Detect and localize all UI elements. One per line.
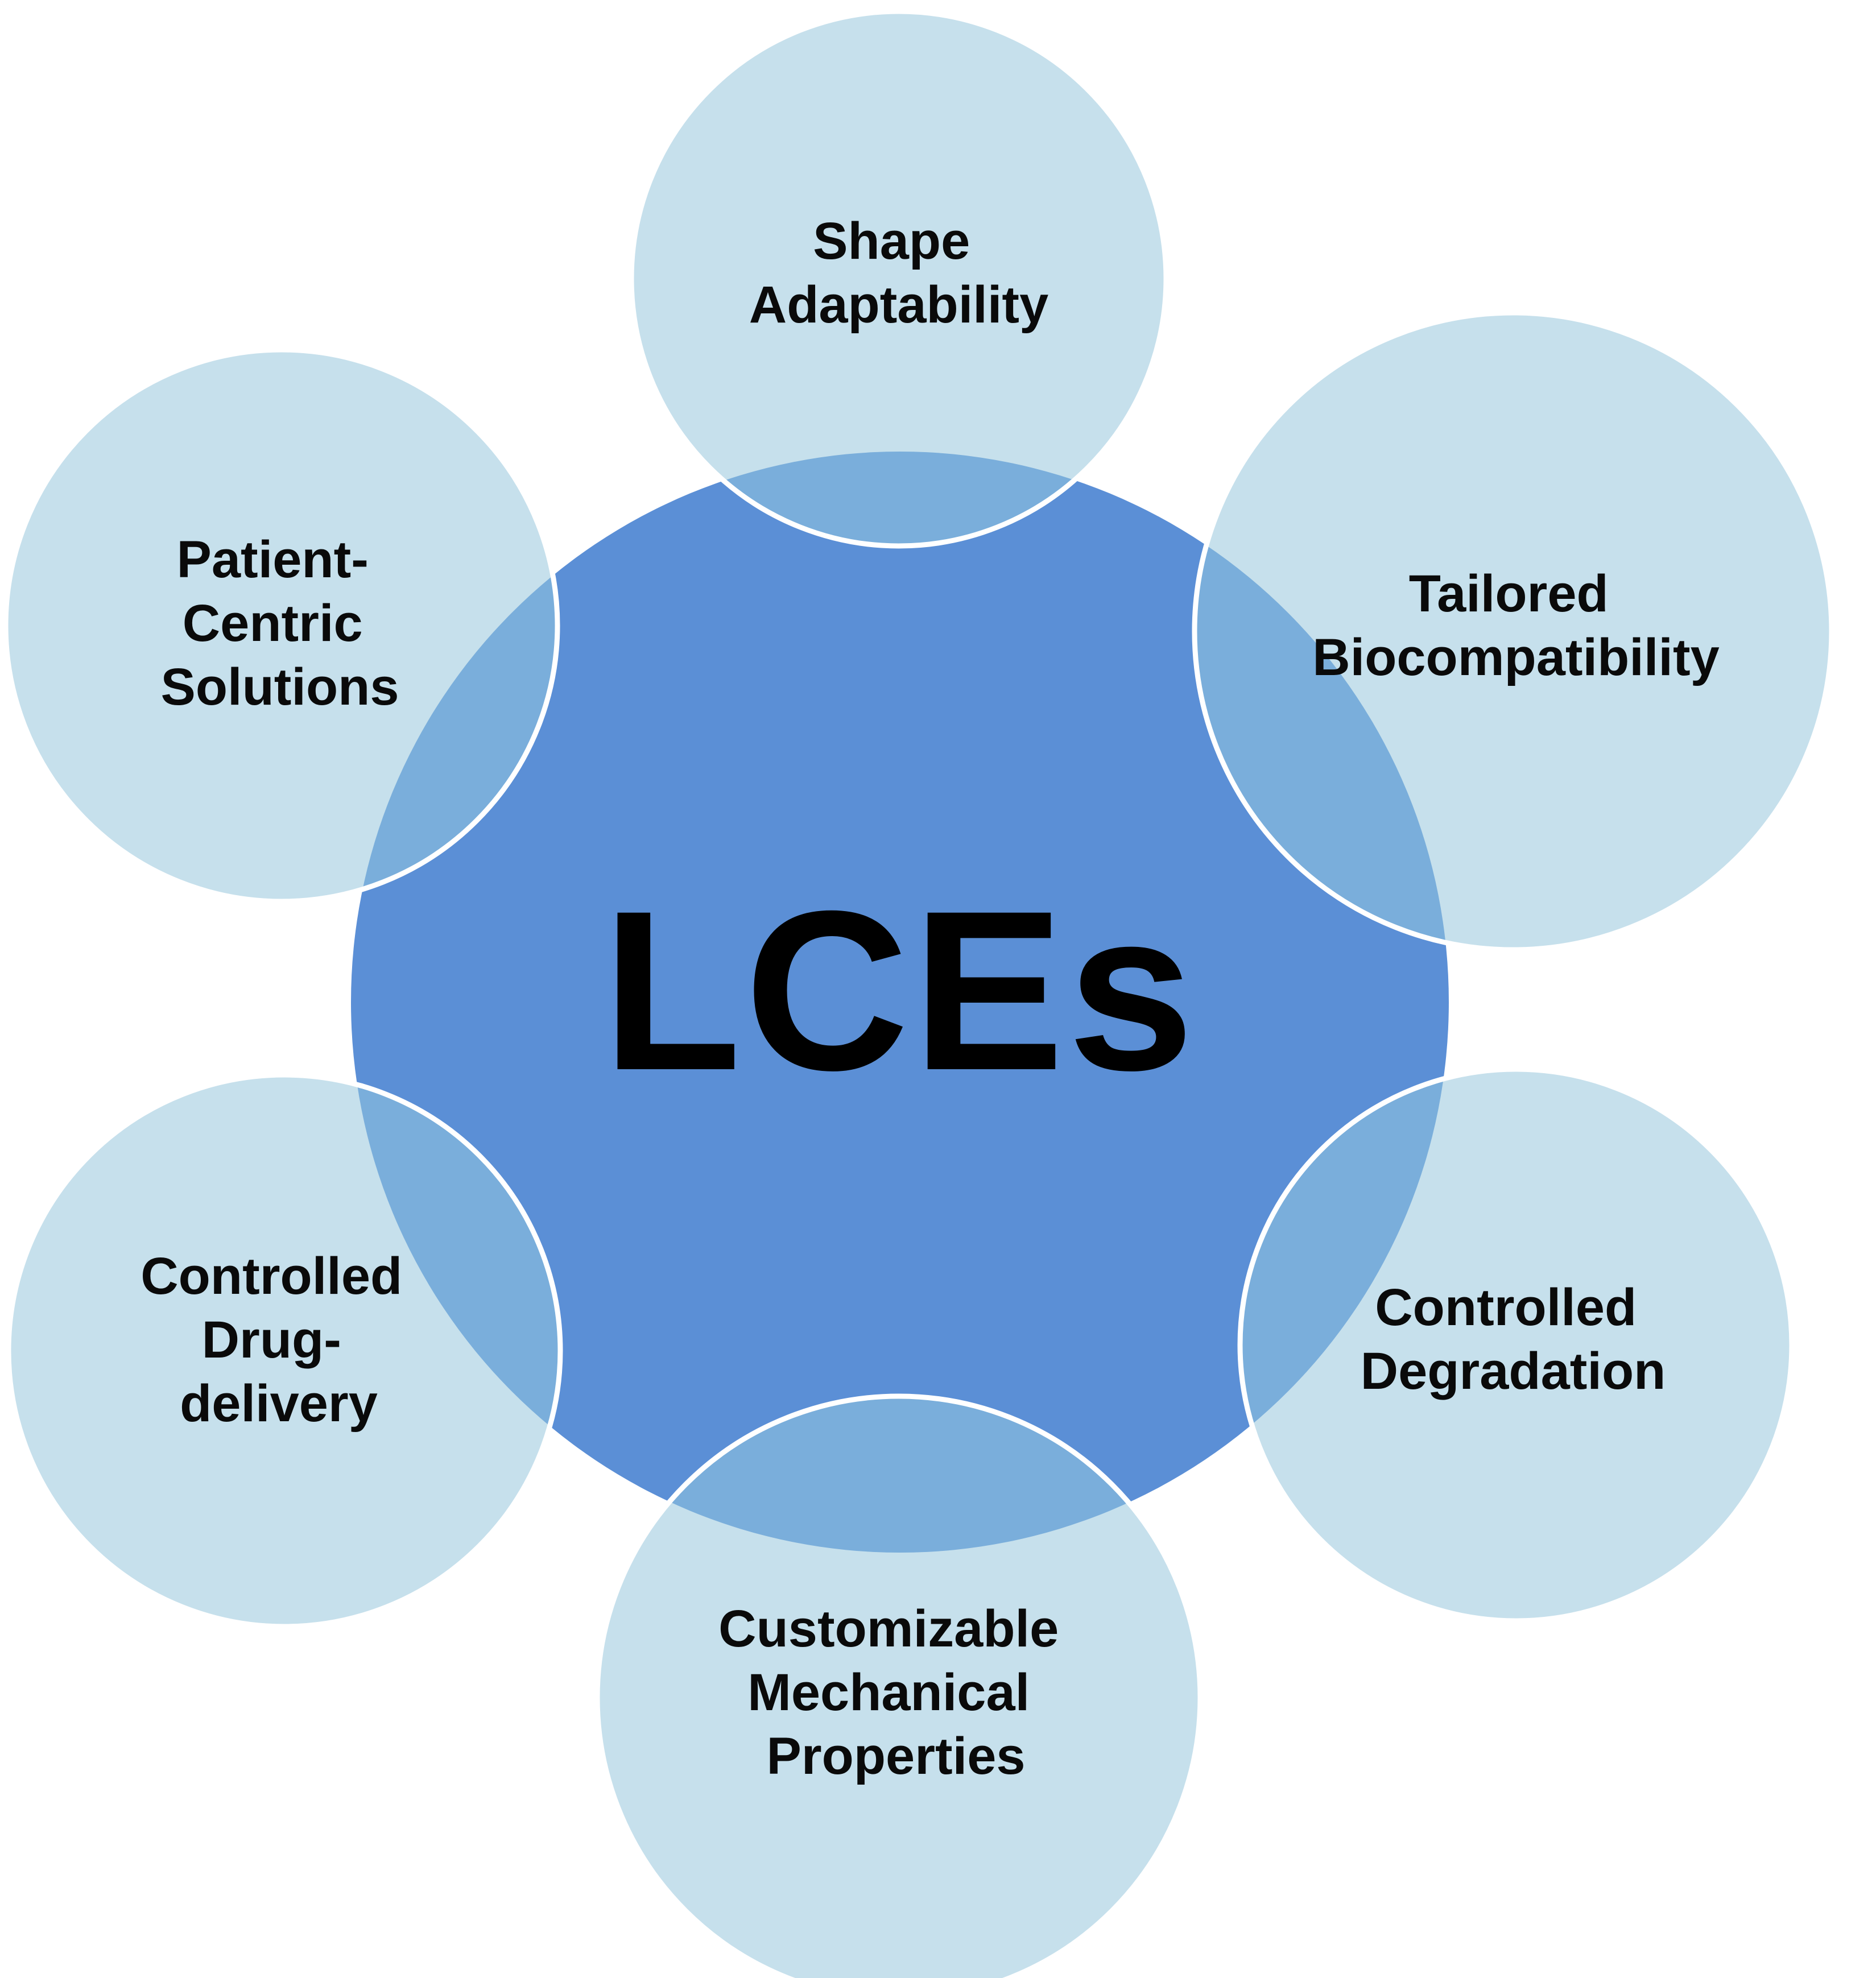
label-line: Drug- [202,1311,341,1369]
satellite-circle-customizable-mechanical-properties [597,1396,1200,1978]
label-line: Controlled [1375,1278,1637,1336]
ring-outlines [3,9,1834,1978]
satellite-label-controlled-degradation: Controlled Degradation [1361,1278,1666,1400]
label-line: Centric [183,594,363,652]
label-line: delivery [180,1375,378,1433]
label-line: Mechanical [747,1663,1030,1722]
label-line: Degradation [1361,1342,1666,1400]
ring-controlled-degradation [1237,1066,1795,1624]
satellite-label-shape-adaptability: Shape Adaptability [749,212,1048,334]
label-line: Controlled [141,1247,402,1305]
center-hub-circle [351,452,1449,1553]
label-line: Adaptability [749,276,1048,334]
label-line: Solutions [160,658,399,716]
label-line: Tailored [1409,565,1609,623]
satellite-label-tailored-biocompatibility: Tailored Biocompatibility [1312,565,1720,686]
ring-controlled-drug-delivery [6,1072,563,1629]
ring-shape-adaptability [629,9,1169,549]
ring-patient-centric-solutions [3,347,560,904]
satellite-label-customizable-mechanical-properties: Customizable Mechanical Properties [718,1600,1073,1785]
center-hub-label: LCEs [602,863,1197,1118]
ring-customizable-mechanical-properties [594,1393,1203,1978]
label-line: Properties [766,1727,1025,1785]
satellite-circle-shape-adaptability [631,11,1166,546]
label-line: Shape [813,212,970,270]
label-line: Biocompatibility [1312,628,1720,686]
satellite-label-controlled-drug-delivery: Controlled Drug- delivery [141,1247,417,1433]
label-line: Customizable [718,1600,1059,1658]
satellite-label-patient-centric-solutions: Patient- Centric Solutions [160,531,399,716]
ring-tailored-biocompatibility [1192,310,1834,953]
label-line: Patient- [177,531,369,589]
satellite-labels: Shape Adaptability Tailored Biocompatibi… [141,212,1720,1785]
